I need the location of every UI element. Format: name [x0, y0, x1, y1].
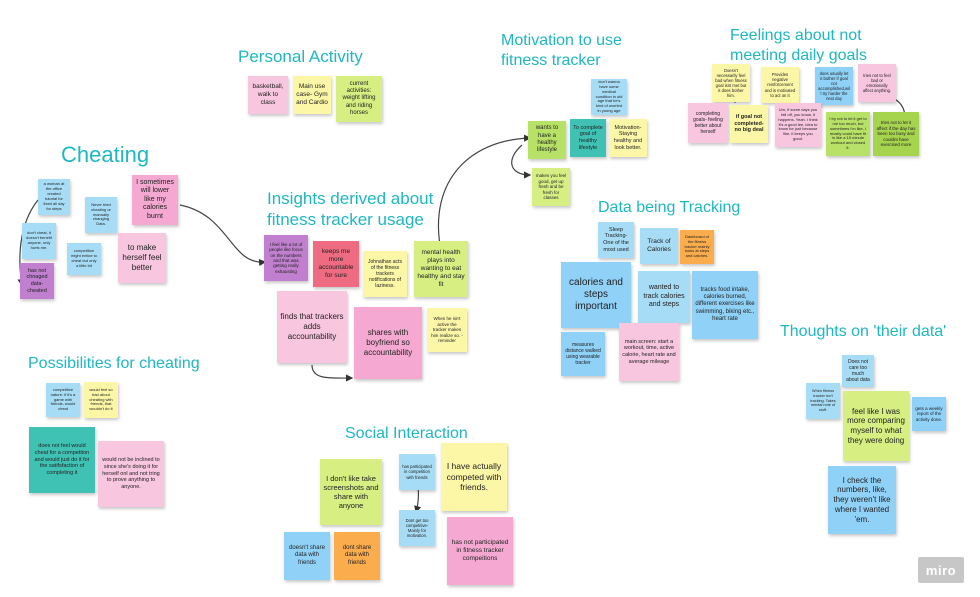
sticky-note[interactable]: does not feel would cheat for a competit… [29, 427, 95, 493]
sticky-note[interactable]: don't cheat, it doesn't benefit anyone, … [22, 223, 56, 259]
sticky-note[interactable]: Main use case- Gym and Cardio [293, 76, 331, 114]
connector-cheating-to-insights[interactable] [179, 204, 267, 267]
sticky-note[interactable]: Dashboard of the fitness tracker mainly … [680, 230, 714, 264]
sticky-note[interactable]: dont share data with friends [334, 532, 380, 580]
sticky-note[interactable]: has not participated in fitness tracker … [447, 517, 513, 585]
sticky-note[interactable]: Track of Calories [640, 228, 678, 264]
sticky-note[interactable]: keeps me more accountable for sure [313, 241, 359, 287]
sticky-note[interactable]: calories and steps important [561, 262, 631, 328]
sticky-note[interactable]: has participated in competition with fri… [399, 454, 435, 490]
sticky-note[interactable]: I don't like take screenshots and share … [320, 459, 382, 525]
sticky-note[interactable]: completing goals- feeling better about h… [688, 103, 728, 143]
sticky-note[interactable]: don't wanna have some medical condition … [591, 79, 627, 115]
sticky-note[interactable]: competitive nature: if it's a game with … [46, 383, 80, 417]
sticky-note[interactable]: wanted to track calories and steps [638, 271, 690, 323]
sticky-note[interactable]: Sleep Tracking- One of the most used [598, 222, 634, 258]
sticky-note[interactable]: I feel like a lot of people like focus o… [264, 235, 308, 281]
sticky-note[interactable]: Motivation- Staying healthy and look bet… [609, 119, 647, 157]
sticky-note[interactable]: gets a weekly report of the activity don… [912, 397, 946, 431]
sticky-note[interactable]: does usually let it bother if goal not a… [815, 67, 853, 105]
sticky-note[interactable]: Dont get too competitive- Mainly for mot… [399, 510, 435, 546]
sticky-note[interactable]: main screen: start a workout, time, acti… [619, 323, 679, 381]
sticky-note[interactable]: Never tried cheating or manually changin… [85, 197, 117, 233]
sticky-note[interactable]: mental health plays into wanting to eat … [414, 241, 468, 297]
sticky-note[interactable]: tries not to feel bad or emotionally aff… [858, 64, 896, 102]
sticky-note[interactable]: makes you feel good, get up fresh and be… [532, 168, 570, 206]
sticky-note[interactable]: competition might entice to cheat but on… [67, 243, 101, 275]
sticky-note[interactable]: To complete goal of healthy lifestyle [570, 119, 606, 157]
sticky-note[interactable]: a woman at the office created tutorial f… [38, 179, 70, 215]
sticky-note[interactable]: current activities: weight lifting and r… [336, 76, 382, 122]
sticky-note[interactable]: would not be inclined to since she's doi… [98, 441, 164, 507]
sticky-note[interactable]: measures distance walked using wearable … [561, 332, 605, 376]
sticky-note[interactable]: shares with boyfriend so accountability [354, 307, 422, 379]
sticky-note[interactable]: Um, if some days you fall off, you know,… [775, 103, 821, 147]
sticky-note[interactable]: I have actually competed with friends. [441, 443, 507, 511]
connector-insights-bottom[interactable] [311, 364, 354, 382]
section-title-possibilities[interactable]: Possibilities for cheating [28, 355, 200, 372]
sticky-note[interactable]: feel like I was more comparing myself to… [843, 391, 909, 461]
sticky-note[interactable]: Provides negative reinforcement and is m… [761, 67, 799, 103]
miro-logo: miro [918, 557, 964, 583]
sticky-note[interactable]: Johnathan acts of the fitness trackers n… [363, 251, 407, 297]
sticky-note[interactable]: When he isn't active the tracker makes h… [427, 308, 467, 352]
sticky-note[interactable]: I check the numbers, like, they weren't … [828, 466, 896, 534]
sticky-note[interactable]: Does not care too much about data [842, 355, 874, 387]
section-title-social[interactable]: Social Interaction [345, 425, 468, 442]
sticky-note[interactable]: When fitness tracker isn't tracking. Tak… [806, 383, 840, 419]
sticky-note[interactable]: Doesn't necessarily feel bad when fitnes… [712, 64, 750, 102]
section-title-data-tracking[interactable]: Data being Tracking [598, 199, 741, 216]
sticky-note[interactable]: has not chnaged data- cheated [20, 263, 54, 299]
sticky-note[interactable]: doesn't share data with friends [284, 532, 330, 580]
section-title-insights[interactable]: Insights derived about fitness tracker u… [267, 189, 434, 230]
sticky-note[interactable]: tries not to let it affect if the day ha… [873, 112, 919, 156]
sticky-note[interactable]: would feel so bad about cheating with fr… [84, 382, 118, 418]
section-title-personal-activity[interactable]: Personal Activity [238, 47, 363, 66]
sticky-note[interactable]: tracks food intake, calories burned, dif… [692, 271, 758, 339]
section-title-feelings[interactable]: Feelings about not meeting daily goals [730, 27, 867, 64]
section-title-motivation[interactable]: Motivation to use fitness tracker [501, 32, 622, 69]
sticky-note[interactable]: finds that trackers adds accountability [277, 291, 347, 363]
section-title-thoughts[interactable]: Thoughts on 'their data' [780, 323, 947, 340]
sticky-note[interactable]: to make herself feel better [118, 233, 166, 283]
sticky-note[interactable]: basketball, walk to class [248, 76, 288, 114]
sticky-note[interactable]: I sometimes will lower like my calories … [132, 175, 178, 225]
sticky-note[interactable]: I try not to let it get to me too much, … [826, 112, 870, 156]
sticky-note[interactable]: if goal not completed- no big deal [730, 105, 768, 143]
section-title-cheating[interactable]: Cheating [61, 142, 150, 167]
sticky-note[interactable]: wants to have a healthy lifestyle [528, 121, 566, 159]
